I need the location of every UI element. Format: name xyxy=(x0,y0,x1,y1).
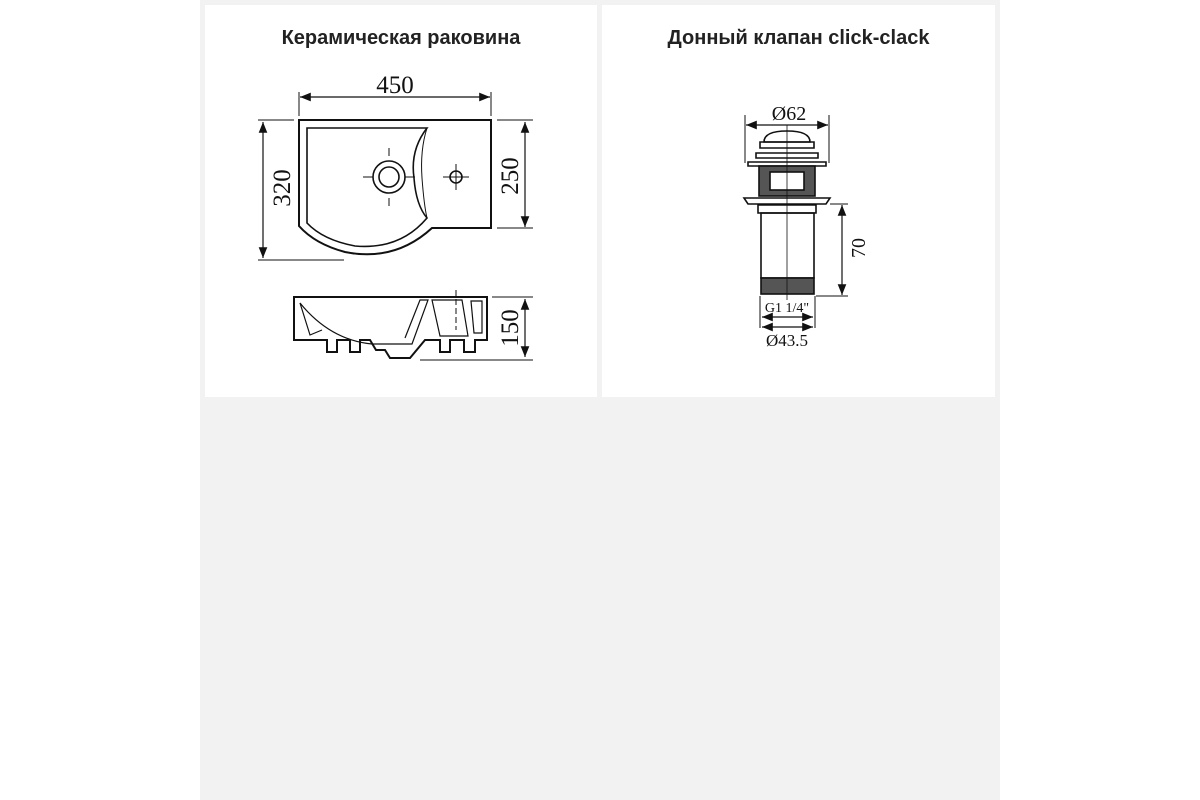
drain-top-diameter-label: Ø62 xyxy=(772,103,806,125)
sink-height-label: 150 xyxy=(497,309,524,347)
sink-title: Керамическая раковина xyxy=(281,27,521,49)
drain-height-label: 70 xyxy=(848,238,870,258)
drain-valve-title: Донный клапан click-clack xyxy=(667,27,930,49)
sink-width-label: 450 xyxy=(376,72,414,99)
sink-top-view xyxy=(298,119,492,256)
sink-panel: Керамическая раковина xyxy=(205,5,597,397)
drain-bottom-diameter-label: Ø43.5 xyxy=(766,331,808,350)
drain-thread-label: G1 1/4" xyxy=(765,301,809,316)
sink-side-view xyxy=(293,290,488,359)
sink-right-depth-label: 250 xyxy=(497,157,524,195)
sink-depth-label: 320 xyxy=(269,169,296,207)
drain-valve-panel: Донный клапан click-clack xyxy=(602,5,995,397)
drain-valve-drawing xyxy=(742,125,832,300)
